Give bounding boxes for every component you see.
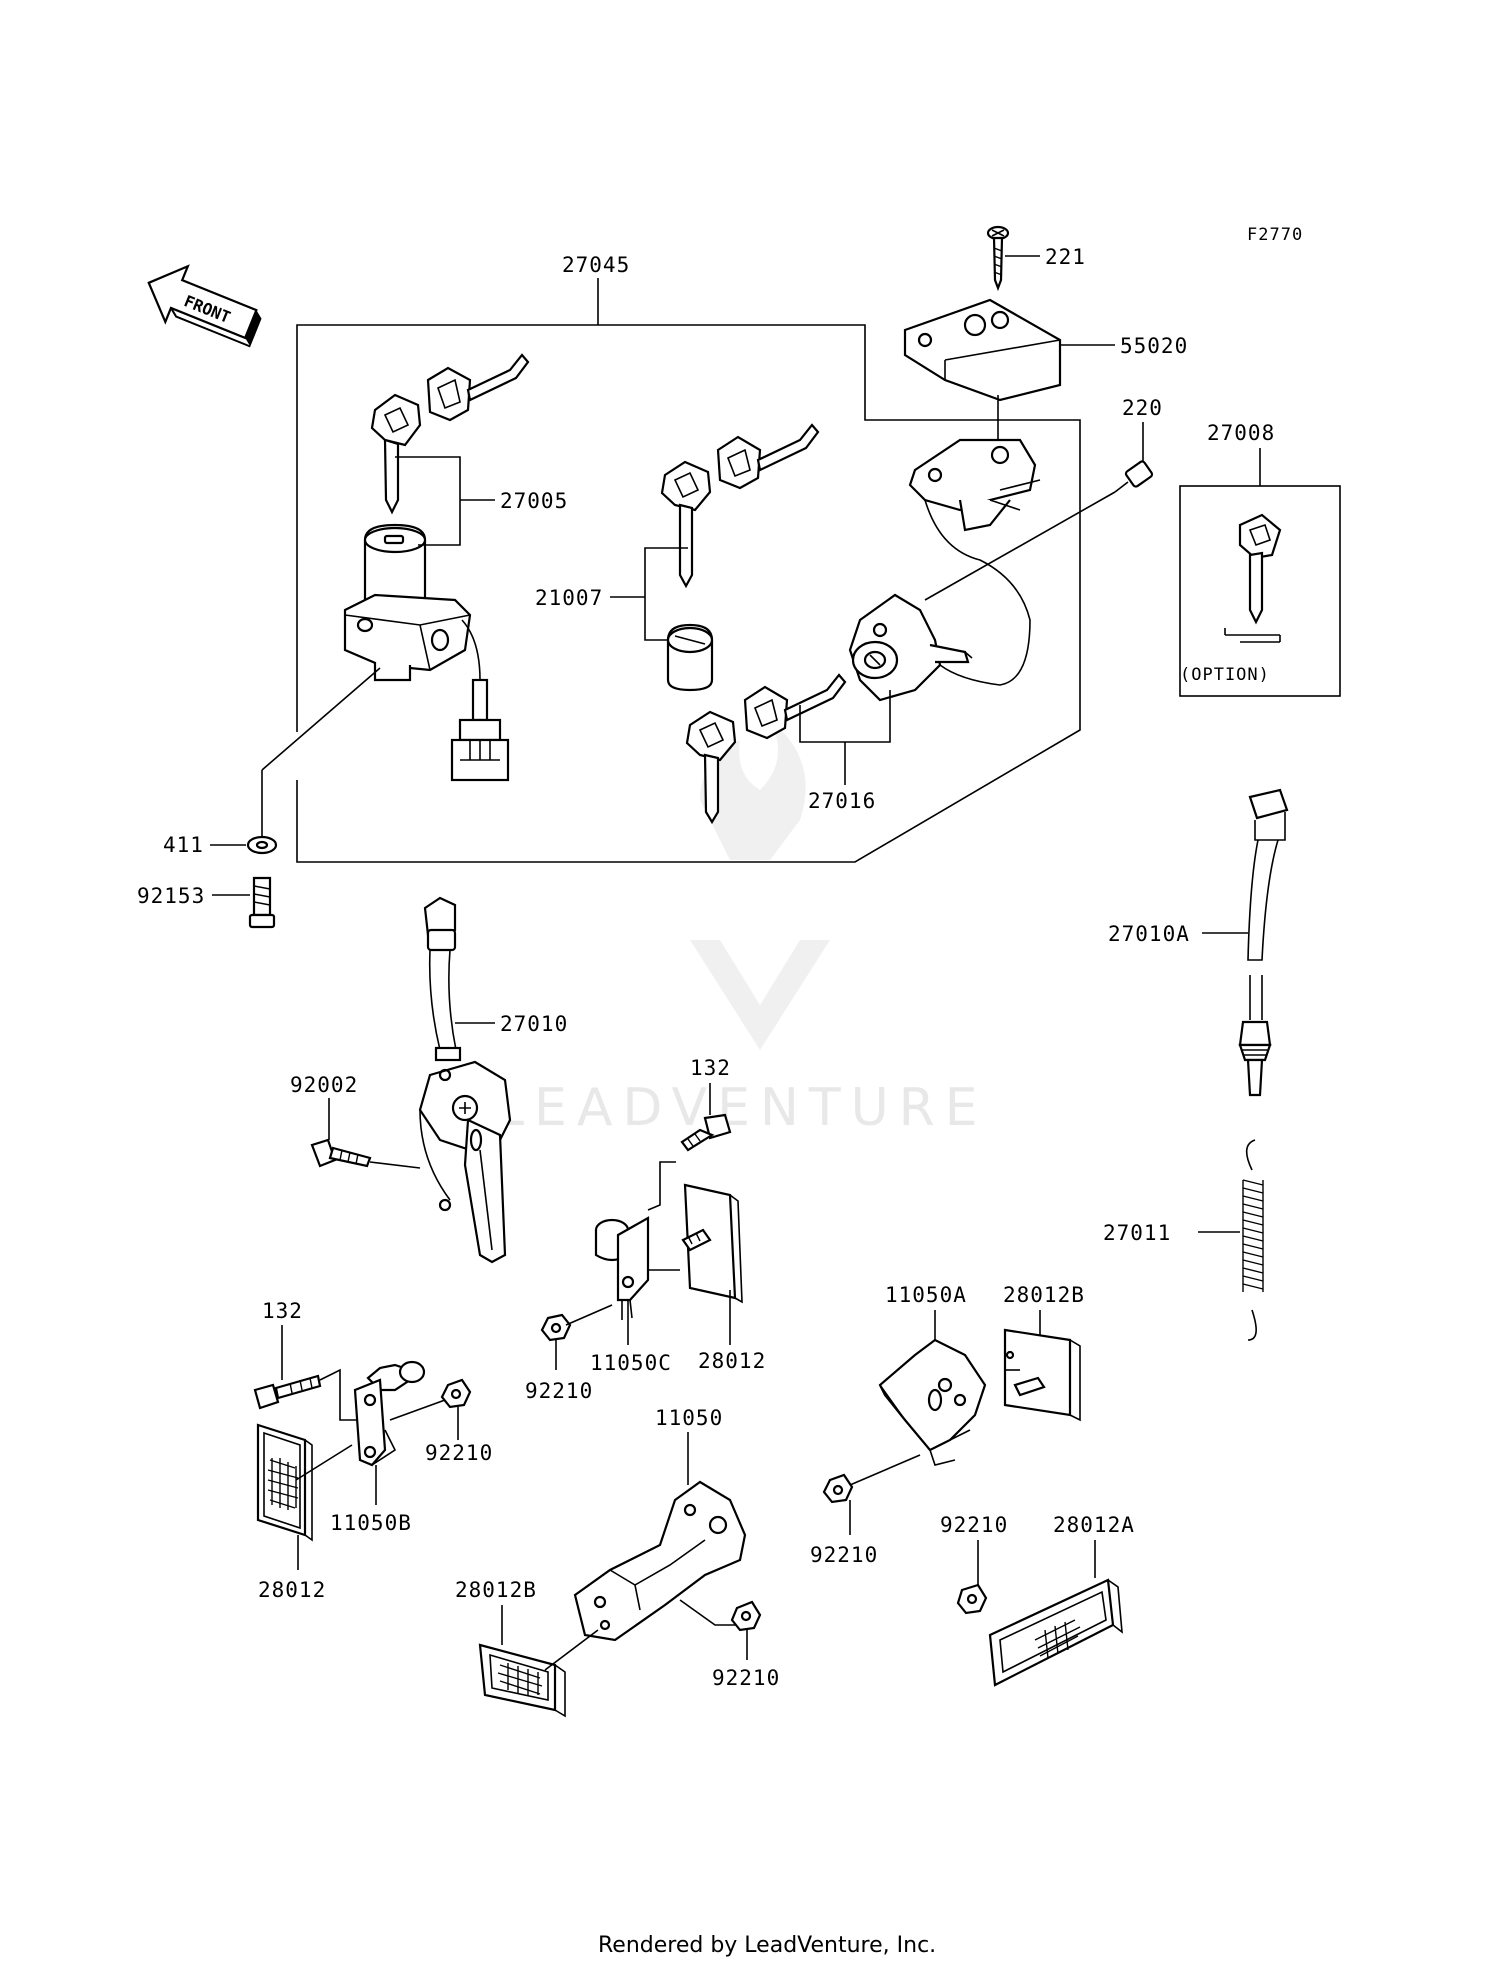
part-label-28012-upper: 28012 <box>698 1349 766 1373</box>
part-label-132-upper: 132 <box>690 1056 731 1080</box>
part-label-221: 221 <box>1045 245 1086 269</box>
part-label-11050B: 11050B <box>330 1511 412 1535</box>
part-label-92153: 92153 <box>137 884 205 908</box>
watermark-text: LEADVENTURE <box>495 1078 988 1138</box>
reflector-28012-lower <box>256 1423 353 1570</box>
washer-411 <box>210 667 381 855</box>
lock-assembly <box>848 593 973 702</box>
footer-credit: Rendered by LeadVenture, Inc. <box>598 1933 936 1958</box>
reflector-pattern-icon <box>267 1458 299 1510</box>
bracket-11050B <box>353 1360 426 1505</box>
reflector-28012A <box>988 1540 1123 1687</box>
nut-92210-left-lower <box>389 1378 472 1440</box>
seat-lock-housing <box>908 438 1041 686</box>
option-box-27008 <box>1179 448 1341 697</box>
bolt-92153 <box>212 876 276 929</box>
part-label-92210-d: 92210 <box>712 1666 780 1690</box>
reflector-28012B-bottom <box>478 1605 599 1718</box>
spring-27011 <box>1198 1139 1264 1341</box>
nut-92210-bottom-mid <box>730 1600 762 1660</box>
part-label-28012B-right: 28012B <box>1003 1283 1085 1307</box>
bolt-132-lower <box>253 1325 360 1421</box>
part-label-27010A: 27010A <box>1108 922 1190 946</box>
option-label: (OPTION) <box>1180 665 1270 685</box>
part-label-27016: 27016 <box>808 789 876 813</box>
part-label-220: 220 <box>1122 396 1163 420</box>
keys-21007 <box>660 423 820 589</box>
leader-27016 <box>799 690 891 785</box>
part-label-11050: 11050 <box>655 1406 723 1430</box>
part-label-11050A: 11050A <box>885 1283 967 1307</box>
nut-92210-bottom-right <box>956 1540 988 1615</box>
leader-27005 <box>395 456 495 546</box>
watermark-logo <box>690 720 830 1050</box>
cover-plate-55020 <box>903 298 1115 440</box>
nut-92210-right-upper <box>822 1454 921 1535</box>
reflector-pattern-icon <box>497 1663 543 1695</box>
figure-code: F2770 <box>1247 225 1303 245</box>
part-label-92210-e: 92210 <box>940 1513 1008 1537</box>
part-label-28012-lower: 28012 <box>258 1578 326 1602</box>
ignition-switch <box>343 523 510 782</box>
part-label-92002: 92002 <box>290 1073 358 1097</box>
part-label-28012B-bottom: 28012B <box>455 1578 537 1602</box>
assembly-bracket-27045 <box>296 278 1081 863</box>
reflector-pattern-icon <box>1034 1619 1081 1659</box>
bolt-92002 <box>310 1098 421 1169</box>
part-label-27008: 27008 <box>1207 421 1275 445</box>
part-label-27011: 27011 <box>1103 1221 1171 1245</box>
sensor-cable-27010A <box>1202 788 1289 1097</box>
nut-92210-left-upper <box>540 1304 613 1370</box>
side-stand-switch-27010 <box>418 896 512 1264</box>
part-label-27005: 27005 <box>500 489 568 513</box>
keys-27005 <box>370 353 530 515</box>
part-label-55020: 55020 <box>1120 334 1188 358</box>
reflector-28012B-right <box>1003 1310 1081 1422</box>
leader-21007 <box>610 547 688 641</box>
reflector-28012-upper <box>681 1183 743 1345</box>
part-label-92210-c: 92210 <box>425 1441 493 1465</box>
front-arrow-icon: FRONT <box>147 264 262 348</box>
bracket-11050A <box>878 1310 987 1466</box>
part-label-11050C: 11050C <box>590 1351 672 1375</box>
part-label-27010: 27010 <box>500 1012 568 1036</box>
screw-221 <box>986 225 1040 292</box>
part-label-27045: 27045 <box>562 253 630 277</box>
part-label-411: 411 <box>163 833 204 857</box>
bracket-11050C <box>594 1216 680 1345</box>
part-label-92210-a: 92210 <box>525 1379 593 1403</box>
part-label-28012A: 28012A <box>1053 1513 1135 1537</box>
lock-cylinder <box>666 623 714 692</box>
part-label-92210-b: 92210 <box>810 1543 878 1567</box>
part-label-21007: 21007 <box>535 586 603 610</box>
part-label-132-lower: 132 <box>262 1299 303 1323</box>
bolt-132-upper <box>647 1083 732 1211</box>
bolt-220 <box>924 422 1154 601</box>
bracket-11050 <box>573 1432 747 1642</box>
